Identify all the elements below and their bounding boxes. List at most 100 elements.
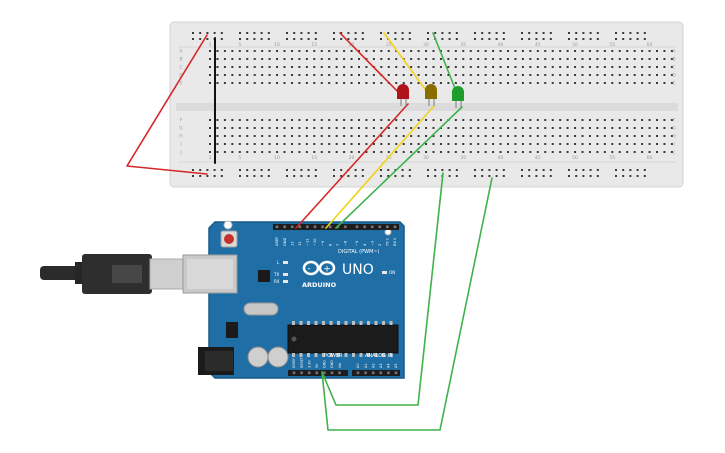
digital-pin[interactable] (298, 225, 302, 229)
rail-hole[interactable] (340, 169, 343, 171)
rail-hole[interactable] (629, 38, 632, 40)
breadboard-hole[interactable] (350, 127, 353, 129)
breadboard-hole[interactable] (290, 151, 293, 153)
breadboard-hole[interactable] (358, 143, 360, 145)
breadboard-hole[interactable] (507, 143, 509, 145)
breadboard-hole[interactable] (238, 58, 241, 60)
rail-hole[interactable] (488, 169, 491, 171)
rail-hole[interactable] (535, 175, 538, 177)
breadboard-hole[interactable] (276, 66, 279, 68)
breadboard-hole[interactable] (588, 82, 591, 84)
breadboard-hole[interactable] (350, 135, 353, 137)
rail-hole[interactable] (596, 175, 599, 177)
breadboard-hole[interactable] (410, 82, 413, 84)
breadboard-hole[interactable] (276, 127, 279, 129)
rail-hole[interactable] (333, 169, 335, 171)
rail-hole[interactable] (615, 169, 617, 171)
breadboard-hole[interactable] (507, 135, 509, 137)
breadboard-hole[interactable] (328, 74, 331, 76)
breadboard-hole[interactable] (432, 58, 435, 60)
digital-pin[interactable] (344, 225, 347, 229)
rail-hole[interactable] (434, 32, 437, 34)
breadboard-hole[interactable] (551, 151, 554, 153)
breadboard-hole[interactable] (611, 74, 614, 76)
breadboard-hole[interactable] (507, 58, 509, 60)
breadboard-hole[interactable] (246, 66, 249, 68)
breadboard-hole[interactable] (216, 135, 219, 137)
breadboard-hole[interactable] (581, 135, 584, 137)
rail-hole[interactable] (427, 32, 429, 34)
rail-hole[interactable] (495, 32, 498, 34)
rail-hole[interactable] (293, 38, 296, 40)
rail-hole[interactable] (300, 38, 303, 40)
breadboard-hole[interactable] (462, 127, 465, 129)
green-wire-gnd-1[interactable] (321, 172, 444, 406)
breadboard-hole[interactable] (521, 135, 524, 137)
breadboard-hole[interactable] (462, 135, 465, 137)
rail-hole[interactable] (246, 169, 249, 171)
rail-hole[interactable] (474, 169, 476, 171)
breadboard-hole[interactable] (328, 82, 331, 84)
green-wire-led-top[interactable] (432, 32, 459, 97)
breadboard-hole[interactable] (350, 151, 353, 153)
breadboard-hole[interactable] (462, 119, 465, 121)
breadboard-hole[interactable] (663, 50, 666, 52)
breadboard-hole[interactable] (499, 119, 502, 121)
rail-hole[interactable] (286, 175, 288, 177)
breadboard-hole[interactable] (290, 66, 293, 68)
breadboard-hole[interactable] (529, 127, 532, 129)
rail-hole[interactable] (394, 38, 397, 40)
rail-hole[interactable] (441, 32, 444, 34)
breadboard-hole[interactable] (253, 135, 256, 137)
breadboard-hole[interactable] (335, 82, 338, 84)
breadboard-hole[interactable] (328, 143, 331, 145)
rail-hole[interactable] (253, 169, 256, 171)
rail-hole[interactable] (300, 175, 303, 177)
breadboard-hole[interactable] (611, 119, 614, 121)
breadboard-hole[interactable] (626, 66, 629, 68)
breadboard-hole[interactable] (238, 74, 241, 76)
breadboard-hole[interactable] (231, 151, 234, 153)
breadboard-hole[interactable] (380, 143, 383, 145)
rail-hole[interactable] (622, 169, 625, 171)
breadboard-hole[interactable] (544, 151, 547, 153)
reset-button-cap[interactable] (224, 234, 234, 244)
breadboard-hole[interactable] (261, 127, 264, 129)
rail-hole[interactable] (528, 38, 531, 40)
breadboard-hole[interactable] (298, 74, 301, 76)
breadboard-hole[interactable] (641, 151, 644, 153)
breadboard-hole[interactable] (521, 50, 524, 52)
breadboard-hole[interactable] (313, 50, 316, 52)
breadboard-hole[interactable] (566, 58, 569, 60)
breadboard-hole[interactable] (447, 50, 450, 52)
breadboard-hole[interactable] (209, 74, 211, 76)
rail-hole[interactable] (481, 169, 484, 171)
breadboard-hole[interactable] (402, 119, 405, 121)
breadboard-hole[interactable] (402, 151, 405, 153)
rail-hole[interactable] (361, 32, 364, 34)
rail-hole[interactable] (455, 38, 458, 40)
breadboard-hole[interactable] (574, 50, 577, 52)
breadboard-hole[interactable] (618, 82, 621, 84)
rail-hole[interactable] (199, 169, 202, 171)
breadboard-hole[interactable] (209, 82, 211, 84)
breadboard-hole[interactable] (581, 82, 584, 84)
breadboard-hole[interactable] (425, 151, 428, 153)
breadboard-hole[interactable] (574, 119, 577, 121)
breadboard-hole[interactable] (477, 66, 480, 68)
breadboard-hole[interactable] (551, 66, 554, 68)
breadboard-hole[interactable] (283, 127, 286, 129)
breadboard-hole[interactable] (551, 74, 554, 76)
breadboard-hole[interactable] (417, 143, 420, 145)
breadboard-hole[interactable] (358, 74, 360, 76)
rail-hole[interactable] (260, 32, 263, 34)
rail-hole[interactable] (192, 38, 194, 40)
rail-hole[interactable] (246, 175, 249, 177)
rail-hole[interactable] (213, 169, 216, 171)
breadboard-hole[interactable] (529, 151, 532, 153)
breadboard-hole[interactable] (358, 127, 360, 129)
breadboard-hole[interactable] (566, 82, 569, 84)
breadboard-hole[interactable] (626, 74, 629, 76)
breadboard-hole[interactable] (305, 143, 308, 145)
breadboard-hole[interactable] (209, 66, 211, 68)
